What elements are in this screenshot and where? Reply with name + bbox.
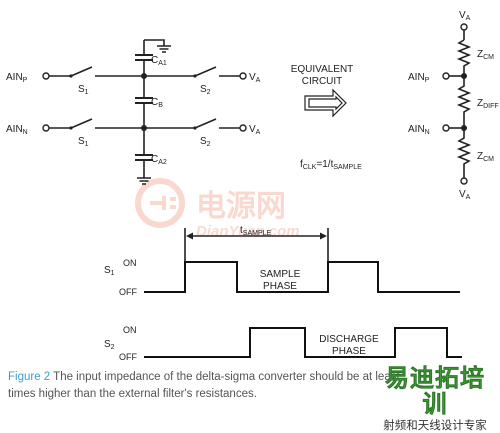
svg-text:CA2: CA2 bbox=[151, 154, 167, 166]
svg-text:S1: S1 bbox=[78, 84, 89, 96]
svg-text:ON: ON bbox=[123, 325, 137, 335]
svg-text:PHASE: PHASE bbox=[263, 281, 297, 292]
va-terminal-bottom bbox=[239, 124, 247, 132]
svg-text:DISCHARGE: DISCHARGE bbox=[319, 334, 379, 345]
svg-text:VA: VA bbox=[459, 10, 471, 22]
svg-text:tSAMPLE: tSAMPLE bbox=[240, 225, 272, 237]
junction-dot bbox=[141, 73, 147, 79]
svg-text:ZCM: ZCM bbox=[477, 151, 494, 163]
arrowhead-right-icon bbox=[320, 232, 327, 240]
svg-text:ZCM: ZCM bbox=[477, 49, 494, 61]
ain-n-label: AINN bbox=[6, 124, 28, 136]
svg-text:S2: S2 bbox=[200, 84, 211, 96]
watermark-right-subtitle: 射频和天线设计专家 bbox=[383, 418, 487, 432]
junction-dot bbox=[141, 125, 147, 131]
svg-text:PHASE: PHASE bbox=[332, 346, 366, 357]
double-arrow-icon bbox=[304, 88, 347, 118]
svg-text:ZDIFF: ZDIFF bbox=[477, 98, 499, 110]
switch-s2-top bbox=[194, 66, 217, 77]
s1-waveform bbox=[144, 261, 460, 293]
watermark-right-title: 易迪拓培训 bbox=[385, 365, 485, 418]
svg-text:VA: VA bbox=[459, 189, 471, 201]
watermark-cn: 电源网 bbox=[196, 190, 286, 223]
timing-diagram: tSAMPLE S1 ON OFF SAMPLE PHASE S2 ON OFF… bbox=[104, 225, 462, 362]
svg-text:AINN: AINN bbox=[408, 124, 430, 136]
figure-caption: Figure 2 The input impedance of the delt… bbox=[8, 369, 478, 403]
svg-text:CA1: CA1 bbox=[151, 55, 167, 67]
input-circuit: CA1 CB CA2 AINP VA S1 S2 AINN bbox=[6, 39, 261, 185]
svg-text:CIRCUIT: CIRCUIT bbox=[302, 76, 343, 87]
caption-text-line2: times higher than the external filter's … bbox=[8, 388, 257, 400]
equivalent-label: EQUIVALENT CIRCUIT fCLK=1/tSAMPLE bbox=[291, 64, 362, 171]
switch-s2-bottom bbox=[194, 118, 217, 129]
zdiff-resistor bbox=[456, 76, 472, 128]
svg-text:ON: ON bbox=[123, 258, 137, 268]
zcm-bottom-resistor bbox=[456, 128, 472, 178]
ain-p-terminal bbox=[42, 72, 50, 80]
svg-text:EQUIVALENT: EQUIVALENT bbox=[291, 64, 354, 75]
caption-text-line1: The input impedance of the delta-sigma c… bbox=[50, 371, 400, 383]
svg-text:VA: VA bbox=[249, 124, 261, 136]
svg-text:AINP: AINP bbox=[408, 72, 430, 84]
svg-text:OFF: OFF bbox=[119, 352, 137, 362]
equivalent-circuit: VA ZCM AINP ZDIFF AINN ZCM VA bbox=[408, 10, 499, 201]
svg-text:S1: S1 bbox=[104, 265, 115, 277]
svg-text:OFF: OFF bbox=[119, 287, 137, 297]
ain-p-label: AINP bbox=[6, 72, 28, 84]
plug-logo-icon bbox=[135, 178, 185, 228]
svg-text:fCLK=1/tSAMPLE: fCLK=1/tSAMPLE bbox=[300, 159, 362, 171]
svg-text:S2: S2 bbox=[200, 136, 211, 148]
svg-text:S2: S2 bbox=[104, 339, 115, 351]
diagram-canvas: 电源网 DianYuan.com CA1 CB CA2 AINP bbox=[6, 10, 499, 362]
ain-n-terminal bbox=[42, 124, 50, 132]
watermark-center: 电源网 DianYuan.com bbox=[135, 178, 300, 240]
svg-text:S1: S1 bbox=[78, 136, 89, 148]
zcm-top-resistor bbox=[456, 39, 472, 76]
s2-waveform bbox=[144, 327, 462, 358]
svg-text:SAMPLE: SAMPLE bbox=[260, 269, 301, 280]
switch-s1-bottom bbox=[70, 118, 93, 129]
svg-text:CB: CB bbox=[151, 97, 163, 109]
caption-figure-number: Figure 2 bbox=[8, 371, 51, 383]
arrowhead-left-icon bbox=[186, 232, 193, 240]
switch-s1-top bbox=[70, 66, 93, 77]
svg-text:VA: VA bbox=[249, 72, 261, 84]
va-terminal-top bbox=[239, 72, 247, 80]
watermark-right: 易迪拓培训 射频和天线设计专家 bbox=[376, 365, 494, 433]
